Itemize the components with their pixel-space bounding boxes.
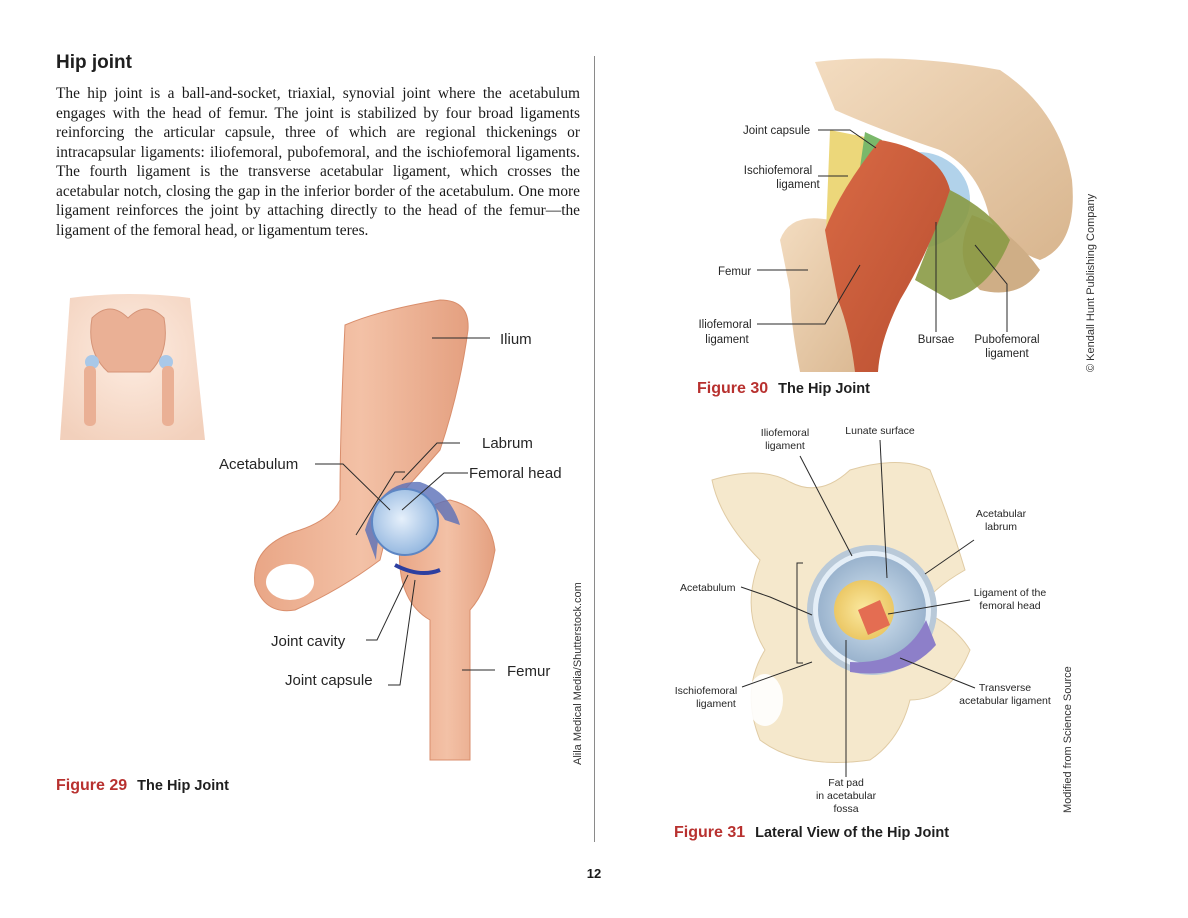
f31-label-transverse-1: Transverse: [979, 682, 1031, 694]
f31-label-lig-head-2: femoral head: [979, 600, 1040, 612]
label-joint-cavity: Joint cavity: [271, 633, 346, 650]
section-heading: Hip joint: [56, 52, 132, 73]
figure-31-title: Lateral View of the Hip Joint: [755, 825, 950, 841]
f31-label-lig-head-1: Ligament of the: [974, 587, 1047, 599]
figure-29-number: Figure 29: [56, 777, 128, 794]
column-divider: [594, 56, 595, 842]
f30-label-femur: Femur: [718, 266, 751, 278]
body-inset: [60, 294, 205, 440]
f30-label-iliofemoral-1: Iliofemoral: [698, 319, 751, 331]
f31-label-fat-2: in acetabular: [816, 790, 877, 802]
femoral-head: [371, 488, 439, 556]
f30-label-pubofemoral-1: Pubofemoral: [974, 334, 1039, 346]
figure-31-number: Figure 31: [674, 824, 746, 841]
f31-label-lunate: Lunate surface: [845, 425, 915, 437]
f31-label-transverse-2: acetabular ligament: [959, 695, 1051, 707]
f31-label-labrum-2: labrum: [985, 521, 1017, 533]
f31-label-iliofemoral-2: ligament: [765, 440, 805, 452]
pelvis-bone: [254, 299, 469, 612]
f30-label-pubofemoral-2: ligament: [985, 348, 1029, 360]
figure-29-title: The Hip Joint: [137, 778, 229, 794]
label-ilium: Ilium: [500, 331, 532, 348]
figure-29-illustration: Ilium Acetabulum Labrum Femoral head Joi…: [60, 294, 562, 761]
label-femoral-head: Femoral head: [469, 465, 562, 482]
f31-label-fat-1: Fat pad: [828, 777, 864, 789]
figure-31-credit: Modified from Science Source: [1062, 666, 1074, 813]
f31-label-fat-3: fossa: [833, 803, 858, 815]
figure-31-caption: Figure 31 Lateral View of the Hip Joint: [674, 824, 949, 842]
f30-label-bursae: Bursae: [918, 334, 954, 346]
figure-29-caption: Figure 29 The Hip Joint: [56, 777, 229, 795]
figure-30-title: The Hip Joint: [778, 381, 870, 397]
label-acetabulum: Acetabulum: [219, 456, 298, 473]
f31-label-ischio-2: ligament: [696, 698, 736, 710]
page-number: 12: [586, 866, 602, 881]
f30-label-ischiofemoral-1: Ischiofemoral: [744, 165, 812, 177]
figure-30-number: Figure 30: [697, 380, 769, 397]
f31-label-acetabulum: Acetabulum: [680, 582, 736, 594]
label-joint-capsule: Joint capsule: [285, 672, 373, 689]
figure-30-caption: Figure 30 The Hip Joint: [697, 380, 870, 398]
f30-label-ischiofemoral-2: ligament: [776, 179, 820, 191]
section-paragraph: The hip joint is a ball-and-socket, tria…: [56, 85, 580, 239]
label-labrum: Labrum: [482, 435, 533, 452]
f31-label-labrum-1: Acetabular: [976, 508, 1027, 520]
f31-label-iliofemoral-1: Iliofemoral: [761, 427, 809, 439]
f31-label-ischio-1: Ischiofemoral: [675, 685, 737, 697]
f30-label-joint-capsule: Joint capsule: [743, 125, 810, 137]
label-femur: Femur: [507, 663, 550, 680]
f30-label-iliofemoral-2: ligament: [705, 334, 749, 346]
